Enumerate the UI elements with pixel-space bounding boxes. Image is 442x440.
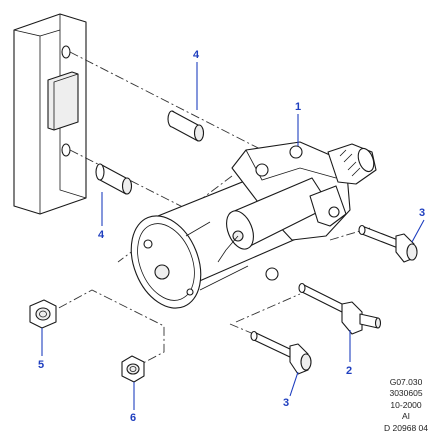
callout-2: 2 (346, 365, 352, 377)
bolt-long (298, 282, 382, 335)
dowel-sleeve-upper (167, 110, 205, 142)
reference-code: G07.030 (389, 376, 423, 387)
callout-5: 5 (38, 359, 44, 371)
drawing-id: D 20968 04 (384, 422, 428, 433)
mounting-flange (13, 13, 87, 215)
starter-motor (130, 141, 377, 309)
callout-4-upper: 4 (193, 49, 200, 61)
callout-1: 1 (295, 101, 301, 113)
callout-3-right: 3 (419, 207, 425, 219)
callout-4-lower: 4 (98, 229, 105, 241)
reference-author: AI (402, 411, 411, 421)
bolt-upper-right (358, 224, 418, 263)
drawing-reference-block: G07.030 3030605 10-2000 AI D 20968 04 (384, 377, 428, 435)
callout-leaders (41, 62, 425, 410)
bolt-lower (250, 330, 312, 375)
nut-lower (121, 355, 145, 383)
callout-6: 6 (130, 412, 136, 424)
reference-number: 3030605 (389, 388, 423, 398)
nut-left (29, 299, 57, 329)
callout-labels: 1 2 3 3 4 4 5 6 (38, 49, 425, 424)
reference-date: 10-2000 (390, 399, 422, 410)
dowel-sleeve-lower (95, 163, 133, 195)
callout-3-lower: 3 (283, 397, 289, 409)
